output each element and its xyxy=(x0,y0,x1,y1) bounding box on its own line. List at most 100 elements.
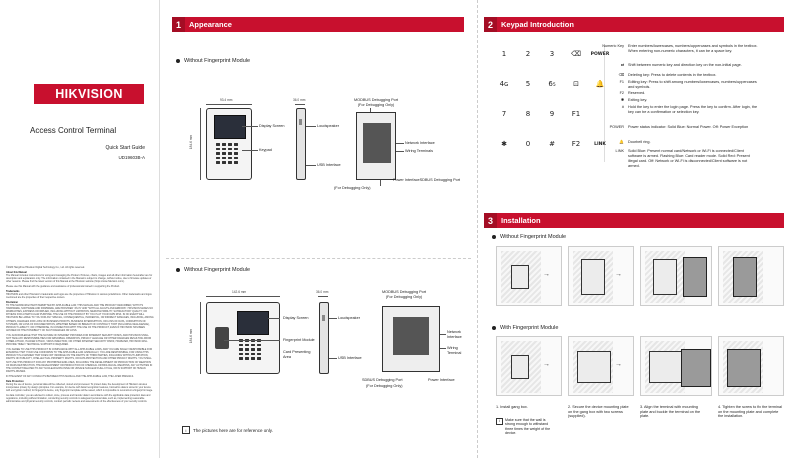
fp-wiring-terminal-label: Wiring Terminal xyxy=(447,346,462,355)
bullet-icon xyxy=(492,235,496,239)
fp-loudspeaker-label: Loudspeaker xyxy=(338,316,360,320)
loudspeaker-label: Loudspeaker xyxy=(317,124,339,128)
card-area-label: Card Presenting Area xyxy=(283,350,311,359)
keypad-key: 5 xyxy=(525,80,531,88)
keypad-description-text: Power status indicator: Solid Blue: Norm… xyxy=(628,125,749,129)
keypad-description-text: Deleting key: Press to delete contents i… xyxy=(628,73,717,77)
cover-page: HIKVISION Access Control Terminal Quick … xyxy=(0,0,160,458)
fp-network-interface-label: Network Interface xyxy=(447,330,462,339)
legal-heading: Trademarks xyxy=(6,289,20,293)
nofp-subtitle: Without Fingerprint Module xyxy=(176,58,250,64)
keypad-key: ⌫ xyxy=(571,50,581,58)
device-side-fp xyxy=(319,302,329,374)
fp-usb-interface-label: USB Interface xyxy=(338,356,362,360)
keypad-description-row: ⌫Deleting key: Press to delete contents … xyxy=(590,73,758,78)
keypad-description-key: ⇄ xyxy=(620,63,624,67)
inst-nofp-step3-image xyxy=(640,246,712,306)
inst-fp-step2-image: → xyxy=(568,336,634,396)
legal-paragraph: YOU ACKNOWLEDGE THAT THE NATURE OF INTER… xyxy=(6,333,152,347)
installation-step: 3. Align the terminal with mounting plat… xyxy=(640,405,701,419)
legal-paragraph: YOU AGREE TO USE THIS PRODUCT IN COMPLIA… xyxy=(6,347,153,374)
legal-notice: ©2020 Hangzhou Hikvision Digital Technol… xyxy=(6,266,154,405)
section-number: 3 xyxy=(484,213,497,228)
display-screen-label: Display Screen xyxy=(259,124,285,128)
device-back-fp xyxy=(382,306,440,372)
depth-dim-label: 36.0 mm xyxy=(293,98,306,102)
fingerprint-sensor xyxy=(215,327,229,349)
keypad-description-text: Reserved. xyxy=(628,91,646,95)
document-code: UD19603B-A xyxy=(118,155,145,160)
legal-paragraph: Please use this Manual with the guidance… xyxy=(6,284,120,288)
power-interface-label: Power InterfaceSDBUS Debugging Port xyxy=(393,178,461,182)
height-dim-label: 184.6 mm xyxy=(189,134,194,150)
device-front-nofp xyxy=(206,108,252,180)
keypad-description-key: LINK xyxy=(615,149,624,153)
wiring-terminals-label: Wiring Terminals xyxy=(405,149,433,153)
keypad-description-key: F1 xyxy=(619,80,624,84)
keypad-description-text: Hold the key to enter the login page. Pr… xyxy=(628,105,758,114)
installation-section-header: 3 Installation xyxy=(484,213,784,228)
legal-heading: About this Manual xyxy=(6,270,27,274)
width-dim-label: 93.4 mm xyxy=(220,98,233,102)
keypad-key: POWER xyxy=(590,51,610,57)
section-title: Keypad Introduction xyxy=(501,20,574,29)
keypad-key: ✱ xyxy=(501,140,507,148)
wall-strength-warning: i Make sure that the wall is strong enou… xyxy=(496,418,556,436)
keypad-key: 8 xyxy=(525,110,531,118)
width-dim-line xyxy=(206,104,252,105)
keypad-key: ⊡ xyxy=(573,80,579,88)
fp-sdbus-label: SDBUS Debugging Port xyxy=(362,378,403,382)
keypad-description-row: ✱Exiting key. xyxy=(590,98,758,103)
fp-height-dim-label: 184.6 mm xyxy=(189,328,194,344)
keypad-key: 🔔 xyxy=(595,80,605,88)
document-title: Access Control Terminal xyxy=(30,126,117,135)
keypad-description-row: 🔔Doorbell ring. xyxy=(590,140,758,145)
fp-power-interface-label: Power Interface xyxy=(428,378,455,382)
installation-step: 4. Tighten the screw to fix the terminal… xyxy=(718,405,782,419)
keypad-label: Keypad xyxy=(259,148,272,152)
reference-note: i The pictures here are for reference on… xyxy=(182,426,273,434)
installation-step: 2. Secure the device mounting plate on t… xyxy=(568,405,629,419)
keypad-key: F1 xyxy=(571,110,581,118)
hikvision-logo: HIKVISION xyxy=(34,84,144,104)
inst-fp-step1-image: → xyxy=(496,336,562,396)
inst-nofp-step4-image xyxy=(718,246,784,306)
legal-paragraph: As data controller, you are advised to c… xyxy=(6,393,151,404)
section-number: 2 xyxy=(484,17,497,32)
section-title: Appearance xyxy=(189,20,232,29)
keypad-section-header: 2 Keypad Introduction xyxy=(484,17,784,32)
keypad-key: # xyxy=(549,140,555,148)
keypad-key: 7 xyxy=(501,110,507,118)
keypad xyxy=(216,143,238,164)
bullet-icon xyxy=(492,326,496,330)
device-side-nofp xyxy=(296,108,306,180)
legal-paragraph: IN THE EVENT OF ANY CONFLICTS BETWEEN TH… xyxy=(6,374,134,378)
keypad-key: 2 xyxy=(525,50,531,58)
fp-module-label: Fingerprint Module xyxy=(283,338,315,342)
inst-fp-step4-image xyxy=(718,336,784,396)
fp-display-screen-label: Display Screen xyxy=(283,316,309,320)
legal-paragraph: ©2020 Hangzhou Hikvision Digital Technol… xyxy=(6,266,85,269)
keypad-description-text: Solid Blue: Present normal card/Network … xyxy=(628,149,750,168)
sdbus-sub-label: (For Debugging Only) xyxy=(334,186,371,190)
modbus-label: MODBUS Debugging Port (For Debugging Onl… xyxy=(354,98,399,107)
device-back-nofp xyxy=(356,112,396,180)
inst-fp-subtitle: With Fingerprint Module xyxy=(492,325,558,331)
keypad-description-key: POWER xyxy=(609,125,624,129)
legal-heading: Disclaimer xyxy=(6,300,19,304)
keypad-description-text: Enter numbers/lowercases, numbers/upperc… xyxy=(628,44,758,53)
bullet-icon xyxy=(176,59,180,63)
keypad-key: F2 xyxy=(571,140,581,148)
keypad-description-row: #Hold the key to enter the login page. P… xyxy=(590,105,758,115)
note-icon: i xyxy=(182,426,190,434)
keypad-key: 1 xyxy=(501,50,507,58)
inst-fp-step3-image xyxy=(640,336,712,396)
document-subtitle: Quick Start Guide xyxy=(105,145,145,151)
